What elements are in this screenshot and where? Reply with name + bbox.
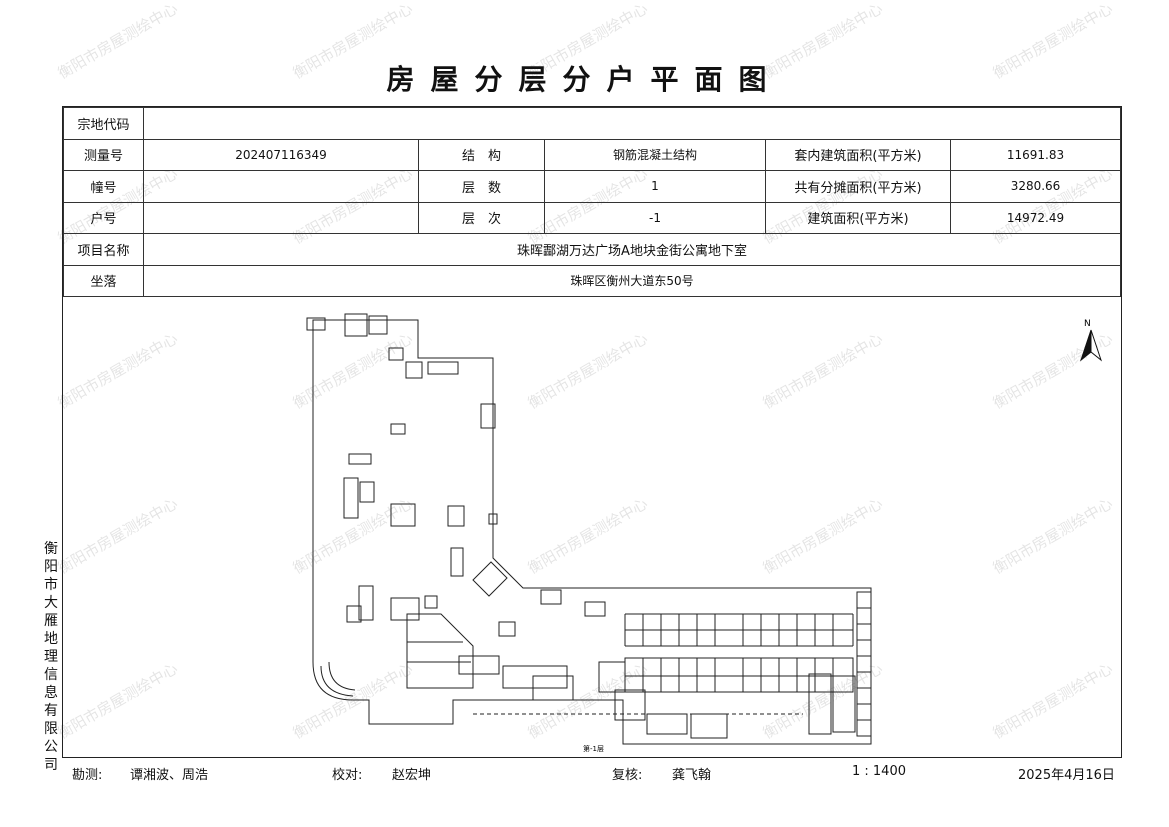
page-title: 房屋分层分户平面图: [386, 63, 783, 96]
table-row: 坐落 珠晖区衡州大道东50号: [63, 264, 1121, 297]
parcel-code-label: 宗地代码: [63, 107, 144, 140]
survey-no-label: 测量号: [63, 138, 144, 171]
floors-label: 层 数: [418, 170, 545, 203]
floor-level-label: 层 次: [418, 201, 545, 234]
date: 2025年4月16日: [1018, 768, 1115, 783]
build-area-value: 14972.49: [950, 201, 1121, 234]
scale: 1 : 1400: [852, 764, 906, 779]
ramp: [328, 661, 356, 691]
structure-value: 钢筋混凝土结构: [544, 138, 766, 171]
structure-label: 结 构: [418, 138, 545, 171]
unit-no-value: [143, 201, 419, 234]
checker-value: 赵宏坤: [392, 768, 432, 783]
build-area-label: 建筑面积(平方米): [765, 201, 951, 234]
surveyor-label: 勘测:: [72, 768, 103, 783]
north-label: N: [1084, 319, 1091, 329]
project-name-label: 项目名称: [63, 233, 144, 266]
table-row: 宗地代码: [63, 107, 1121, 140]
project-name-value: 珠晖酃湖万达广场A地块金街公寓地下室: [143, 233, 1121, 266]
parking-grid: [625, 613, 853, 693]
north-arrow-icon: [1079, 329, 1103, 362]
floors-value: 1: [544, 170, 766, 203]
table-row: 户号 层 次 -1 建筑面积(平方米) 14972.49: [63, 201, 1121, 234]
floor-plan-drawing: N 第-1层: [306, 313, 1103, 753]
shared-area-label: 共有分摊面积(平方米): [765, 170, 951, 203]
info-table: 宗地代码 测量号 202407116349 结 构 钢筋混凝土结构 套内建筑面积…: [63, 107, 1121, 297]
floor-note: 第-1层: [583, 744, 604, 753]
inner-area-value: 11691.83: [950, 138, 1121, 171]
inner-area-label: 套内建筑面积(平方米): [765, 138, 951, 171]
checker-label: 校对:: [332, 768, 363, 783]
location-label: 坐落: [63, 264, 144, 297]
building-no-label: 幢号: [63, 170, 144, 203]
drawing-sheet: 宗地代码 测量号 202407116349 结 构 钢筋混凝土结构 套内建筑面积…: [62, 106, 1122, 758]
parcel-code-value: [143, 107, 1121, 140]
table-row: 项目名称 珠晖酃湖万达广场A地块金街公寓地下室: [63, 233, 1121, 266]
ramp: [320, 665, 354, 697]
building-no-value: [143, 170, 419, 203]
shared-area-value: 3280.66: [950, 170, 1121, 203]
company-name-vertical: 衡阳市大雁地理信息有限公司: [44, 541, 58, 773]
surveyor-value: 谭湘波、周浩: [130, 768, 209, 783]
unit-no-label: 户号: [63, 201, 144, 234]
reviewer-value: 龚飞翰: [672, 768, 712, 783]
survey-no-value: 202407116349: [143, 138, 419, 171]
floor-level-value: -1: [544, 201, 766, 234]
reviewer-label: 复核:: [612, 768, 643, 783]
floor-plan-outline: [312, 319, 872, 745]
location-value: 珠晖区衡州大道东50号: [143, 264, 1121, 297]
table-row: 幢号 层 数 1 共有分摊面积(平方米) 3280.66: [63, 170, 1121, 203]
table-row: 测量号 202407116349 结 构 钢筋混凝土结构 套内建筑面积(平方米)…: [63, 138, 1121, 171]
